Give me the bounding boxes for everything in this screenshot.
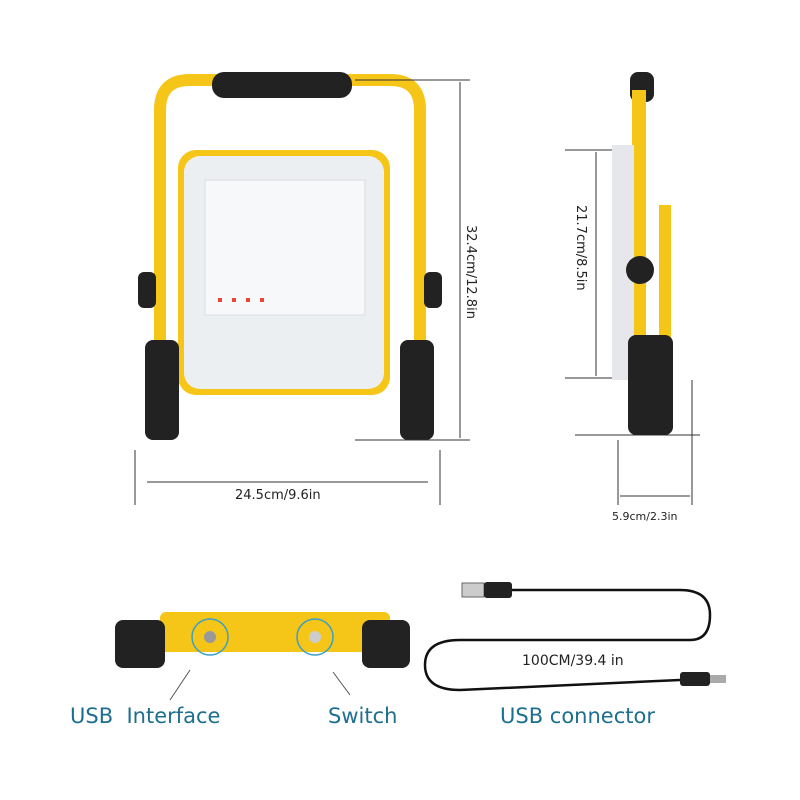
handle-grip <box>212 72 352 98</box>
cable-length: 100CM/39.4 in <box>522 653 624 669</box>
width-dimension: 24.5cm/9.6in <box>235 488 321 503</box>
usb-cable <box>423 582 726 692</box>
front-view <box>138 72 442 440</box>
usb-interface-label: USB Interface <box>70 704 221 728</box>
bottom-view <box>115 612 410 701</box>
usb-connector-label: USB connector <box>500 704 655 728</box>
indicator-leds <box>218 298 264 302</box>
height-dimension: 32.4cm/12.8in <box>463 225 478 319</box>
switch-label: Switch <box>328 704 398 728</box>
depth-dimension: 5.9cm/2.3in <box>612 510 678 523</box>
side-height-dimension: 21.7cm/8.5in <box>573 205 588 291</box>
side-view <box>612 72 673 435</box>
